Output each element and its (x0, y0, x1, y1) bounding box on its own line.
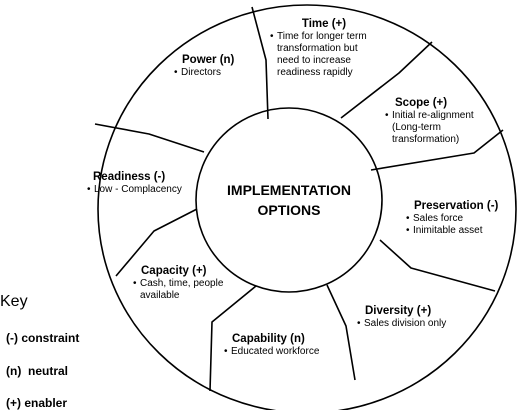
segment-scope-title: Scope (+) (395, 97, 448, 109)
outer-circle (97, 4, 517, 410)
divider-capacity-readiness (115, 208, 198, 277)
segment-capacity-title: Capacity (+) (141, 265, 207, 277)
segment-time-title: Time (+) (301, 18, 347, 30)
center-label-line2: OPTIONS (257, 202, 321, 218)
segment-power: Power (n) •Directors (174, 53, 254, 79)
segment-preservation: Preservation (-) •Sales force •Inimitabl… (406, 199, 514, 237)
segment-scope-bullet-1: •Initial re-alignment (Long-term transfo… (385, 110, 474, 145)
divider-time-scope (340, 41, 433, 119)
segment-readiness-title: Readiness (-) (93, 171, 166, 183)
segment-preservation-bullet-1: •Sales force (406, 213, 464, 224)
segment-time: Time (+) •Time for longer term transform… (270, 17, 378, 79)
segment-scope: Scope (+) •Initial re-alignment (Long-te… (385, 96, 495, 146)
segment-power-bullet-1: •Directors (174, 67, 222, 78)
inner-circle (195, 107, 383, 293)
center-label-line1: IMPLEMENTATION (227, 182, 351, 198)
segment-readiness: Readiness (-) •Low - Complacency (87, 170, 202, 196)
segment-diversity-title: Diversity (+) (365, 305, 432, 317)
segment-time-bullet-1: •Time for longer term transformation but… (270, 31, 367, 78)
key-item-constraint: (-) constraint (6, 331, 80, 345)
key-title: Key (0, 293, 28, 310)
key-item-enabler: (+) enabler (6, 396, 68, 410)
segment-diversity-bullet-1: •Sales division only (357, 318, 447, 329)
segment-preservation-title: Preservation (-) (414, 200, 499, 212)
segment-capability-bullet-1: •Educated workforce (224, 346, 320, 357)
divider-scope-preservation (370, 129, 504, 171)
segment-diversity: Diversity (+) •Sales division only (357, 304, 469, 330)
key-item-neutral: (n) neutral (6, 364, 68, 378)
segment-capability: Capability (n) •Educated workforce (224, 332, 344, 358)
divider-preservation-diversity (379, 239, 496, 292)
segment-readiness-bullet-1: •Low - Complacency (87, 184, 182, 195)
segment-capacity: Capacity (+) •Cash, time, people availab… (133, 264, 233, 302)
segment-power-title: Power (n) (182, 54, 235, 66)
segment-capacity-bullet-1: •Cash, time, people available (133, 278, 224, 301)
center-label: IMPLEMENTATION OPTIONS (205, 180, 373, 220)
divider-diversity-capability (326, 284, 356, 381)
divider-power-time (251, 6, 269, 120)
divider-capability-capacity (209, 285, 257, 392)
divider-readiness-power (94, 123, 205, 153)
segment-preservation-bullet-2: •Inimitable asset (406, 225, 483, 236)
segment-capability-title: Capability (n) (232, 333, 305, 345)
